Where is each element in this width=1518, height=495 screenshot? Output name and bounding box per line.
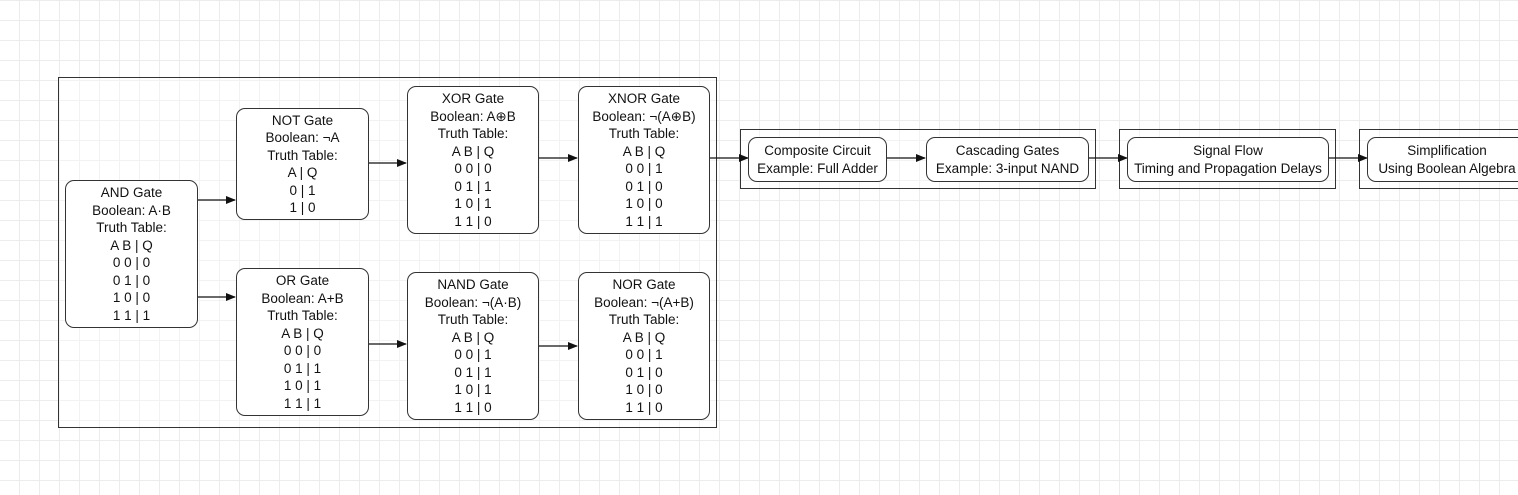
truth-table-row: 1 1 | 1 — [283, 395, 322, 411]
nor-gate-truth-label: Truth Table: — [608, 312, 680, 327]
cascading-gates-node[interactable]: Cascading Gates Example: 3-input NAND — [926, 137, 1089, 182]
composite-circuit-subtitle: Example: Full Adder — [757, 160, 878, 176]
simplification-title: Simplification — [1407, 143, 1487, 158]
truth-table-row: A B | Q — [110, 237, 153, 253]
xor-gate-truth-label: Truth Table: — [437, 126, 509, 141]
not-gate-boolean: Boolean: ¬A — [265, 130, 340, 145]
simplification-node[interactable]: Simplification Using Boolean Algebra — [1367, 137, 1518, 182]
or-gate-node[interactable]: OR Gate Boolean: A+B Truth Table: A B | … — [236, 268, 369, 416]
truth-table-row: A B | Q — [451, 143, 495, 159]
truth-table-row: 0 0 | 1 — [625, 347, 663, 362]
and-gate-boolean: Boolean: A·B — [92, 202, 171, 218]
truth-table-row: 1 1 | 1 — [625, 213, 663, 229]
truth-table-row: 1 1 | 0 — [625, 399, 663, 415]
nand-gate-truth-label: Truth Table: — [437, 312, 509, 327]
and-gate-title: AND Gate — [100, 185, 163, 200]
truth-table-row: 0 0 | 0 — [112, 255, 151, 270]
xor-gate-title: XOR Gate — [441, 91, 505, 106]
truth-table-row: 0 0 | 1 — [454, 347, 492, 362]
truth-table-row: 1 1 | 0 — [454, 399, 492, 415]
or-gate-truth-label: Truth Table: — [267, 308, 338, 323]
composite-circuit-title: Composite Circuit — [764, 143, 871, 158]
nand-gate-title: NAND Gate — [437, 277, 509, 292]
truth-table-row: A B | Q — [451, 329, 495, 345]
signal-flow-subtitle: Timing and Propagation Delays — [1134, 160, 1322, 176]
truth-table-row: 0 0 | 0 — [283, 343, 322, 358]
truth-table-row: 1 | 0 — [289, 200, 316, 215]
nor-gate-title: NOR Gate — [612, 277, 676, 292]
not-gate-title: NOT Gate — [271, 112, 334, 128]
truth-table-row: A B | Q — [281, 325, 324, 341]
truth-table-row: A | Q — [287, 165, 318, 180]
truth-table-row: 0 1 | 0 — [625, 178, 663, 194]
xor-gate-boolean: Boolean: A⊕B — [430, 108, 516, 124]
composite-circuit-node[interactable]: Composite Circuit Example: Full Adder — [748, 137, 887, 182]
nor-gate-boolean: Boolean: ¬(A+B) — [594, 294, 694, 310]
truth-table-row: 0 0 | 1 — [625, 161, 663, 176]
or-gate-title: OR Gate — [275, 273, 330, 288]
or-gate-boolean: Boolean: A+B — [261, 290, 344, 306]
truth-table-row: 1 0 | 1 — [454, 196, 492, 211]
truth-table-row: 1 0 | 1 — [454, 382, 492, 397]
truth-table-row: 1 0 | 1 — [283, 378, 322, 393]
truth-table-row: 0 0 | 0 — [454, 161, 492, 176]
truth-table-row: 1 0 | 0 — [625, 382, 663, 397]
truth-table-row: 1 1 | 1 — [112, 307, 151, 323]
nand-gate-node[interactable]: NAND Gate Boolean: ¬(A·B) Truth Table: A… — [407, 272, 539, 420]
truth-table-row: 1 0 | 0 — [112, 290, 151, 305]
and-gate-node[interactable]: AND Gate Boolean: A·B Truth Table: A B |… — [65, 180, 198, 328]
xnor-gate-title: XNOR Gate — [607, 91, 681, 106]
truth-table-row: 1 0 | 0 — [625, 196, 663, 211]
signal-flow-node[interactable]: Signal Flow Timing and Propagation Delay… — [1127, 137, 1329, 182]
truth-table-row: A B | Q — [622, 143, 666, 159]
xor-gate-node[interactable]: XOR Gate Boolean: A⊕B Truth Table: A B |… — [407, 86, 539, 234]
nand-gate-boolean: Boolean: ¬(A·B) — [424, 294, 522, 310]
not-gate-truth-label: Truth Table: — [267, 147, 338, 163]
xnor-gate-node[interactable]: XNOR Gate Boolean: ¬(A⊕B) Truth Table: A… — [578, 86, 710, 234]
truth-table-row: 1 1 | 0 — [454, 213, 492, 229]
truth-table-row: 0 1 | 0 — [625, 364, 663, 380]
signal-flow-title: Signal Flow — [1193, 143, 1263, 158]
truth-table-row: 0 | 1 — [289, 182, 316, 198]
xnor-gate-truth-label: Truth Table: — [608, 126, 680, 141]
and-gate-truth-label: Truth Table: — [96, 220, 167, 235]
xnor-gate-boolean: Boolean: ¬(A⊕B) — [592, 108, 696, 124]
simplification-subtitle: Using Boolean Algebra — [1378, 160, 1516, 176]
cascading-gates-title: Cascading Gates — [955, 143, 1060, 158]
truth-table-row: A B | Q — [622, 329, 666, 345]
truth-table-row: 0 1 | 1 — [454, 178, 492, 194]
truth-table-row: 0 1 | 0 — [112, 272, 151, 288]
truth-table-row: 0 1 | 1 — [283, 360, 322, 376]
not-gate-node[interactable]: NOT Gate Boolean: ¬A Truth Table: A | Q … — [236, 108, 369, 220]
cascading-gates-subtitle: Example: 3-input NAND — [935, 160, 1080, 176]
nor-gate-node[interactable]: NOR Gate Boolean: ¬(A+B) Truth Table: A … — [578, 272, 710, 420]
truth-table-row: 0 1 | 1 — [454, 364, 492, 380]
